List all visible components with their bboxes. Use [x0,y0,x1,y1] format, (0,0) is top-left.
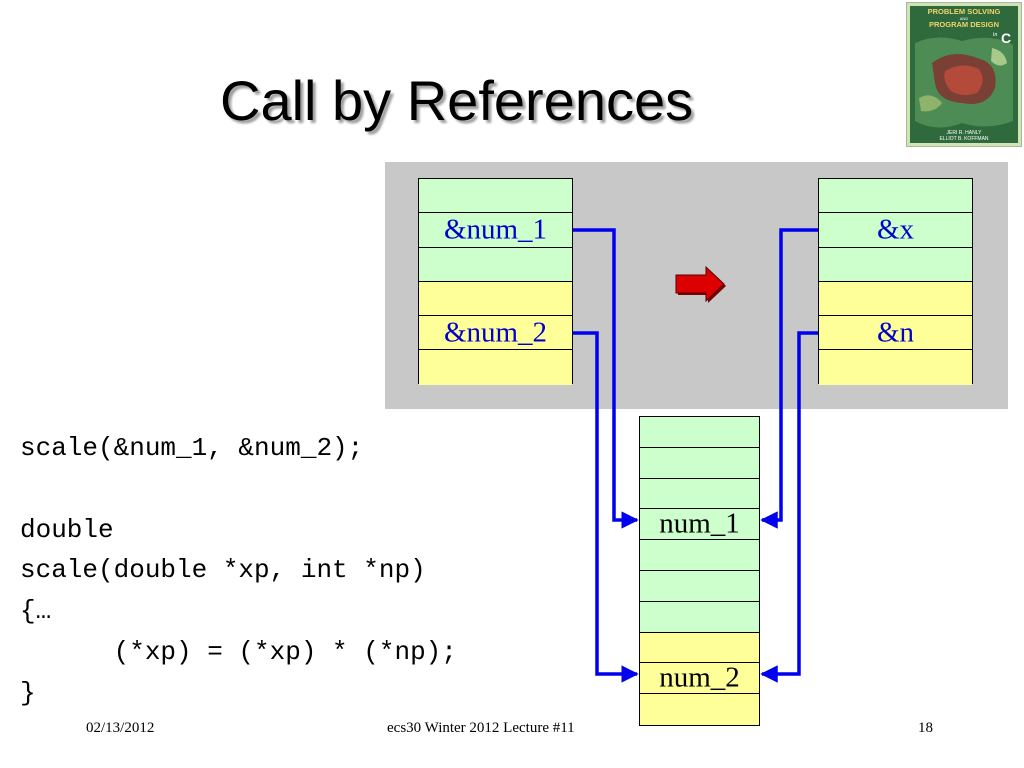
memory-cell: num_1 [640,507,759,541]
slide-title: Call by References [220,69,694,132]
memory-cell: &num_1 [419,213,572,248]
footer-page-number: 18 [918,720,933,736]
memory-cell-label: &x [876,213,915,246]
memory-cell [640,694,759,725]
variable-memory-stack: num_1 num_2 [639,416,760,726]
memory-cell [419,281,572,317]
memory-cell [640,540,759,571]
memory-cell-label: &n [876,316,915,349]
book-title-and: AND [960,16,969,21]
memory-cell-label: &num_1 [443,213,548,246]
book-title-line2: PROGRAM DESIGN [929,20,999,29]
memory-cell [819,350,972,385]
callee-stack-frame: &x&n [818,178,973,385]
code-line: scale(&num_1, &num_2); [20,433,364,463]
memory-cell-label: num_1 [659,507,740,540]
memory-cell: &num_2 [419,316,572,351]
memory-cell [819,281,972,317]
code-line: (*xp) = (*xp) * (*np); [20,636,457,667]
memory-cell [419,350,572,385]
memory-cell: &n [819,316,972,351]
memory-cell: num_2 [640,661,759,695]
memory-cell [819,247,972,282]
memory-cell-label: &num_2 [443,316,548,349]
memory-cell [640,632,759,664]
memory-cell [640,570,759,602]
footer-date: 02/13/2012 [86,720,155,736]
book-title-line1: PROBLEM SOLVING [928,7,1001,16]
code-line: } [20,677,36,708]
memory-cell [419,179,572,214]
code-listing: scale(&num_1, &num_2); double scale(doub… [20,428,457,714]
wire-num1-callee [760,228,818,529]
memory-cell [640,447,759,479]
code-line: double [20,514,114,545]
book-author-1: JERI R. HANLY [947,130,983,136]
memory-cell [640,601,759,633]
footer-course: ecs30 Winter 2012 Lecture #11 [387,720,575,736]
book-title-c: C [1001,30,1011,46]
wire-num1-caller [573,228,639,529]
memory-cell [419,247,572,282]
call-transition-arrow-icon [675,265,726,303]
caller-stack-frame: &num_1&num_2 [418,178,573,385]
book-author-2: ELLIOT B. KOFFMAN [939,136,988,142]
book-title-in: in [993,32,998,38]
code-line: {… [20,596,52,627]
memory-cell: &x [819,213,972,248]
wire-num2-callee [760,331,818,683]
book-cover-image: PROBLEM SOLVING AND PROGRAM DESIGN in C … [906,2,1022,147]
wire-num2-caller [573,331,639,683]
code-line: scale(double *xp, int *np) [20,555,426,586]
memory-cell [640,478,759,510]
memory-cell-label: num_2 [659,661,740,694]
memory-cell [640,417,759,448]
code-line [20,469,457,510]
book-cover-art: PROBLEM SOLVING AND PROGRAM DESIGN in C … [907,3,1021,146]
memory-cell [819,179,972,214]
